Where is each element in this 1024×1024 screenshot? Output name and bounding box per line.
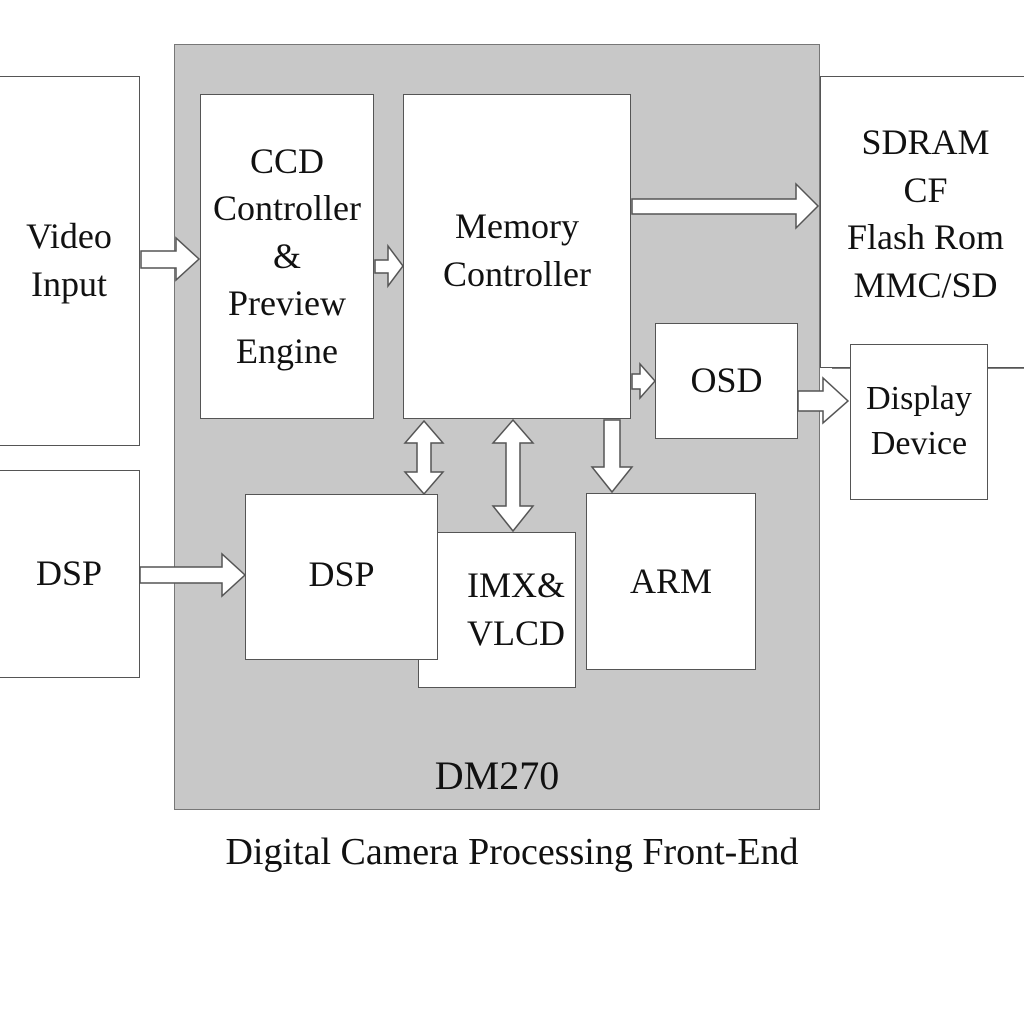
display-device-label: Display Device: [866, 380, 972, 462]
arm-block: ARM: [586, 493, 756, 670]
dsp-external-block: DSP: [0, 470, 140, 678]
chip-name-label: DM270: [434, 753, 560, 798]
storage-block: SDRAM CF Flash Rom MMC/SD: [820, 76, 1024, 368]
display-device-block: Display Device: [850, 344, 988, 500]
ccd-controller-label: CCD Controller & Preview Engine: [213, 140, 361, 371]
arrow-memory-to-arm: [590, 419, 634, 494]
diagram-caption: Digital Camera Processing Front-End: [225, 831, 799, 873]
arrow-memory-to-osd: [631, 362, 657, 400]
arrow-memory-to-storage: [631, 182, 820, 230]
arm-label: ARM: [629, 560, 713, 601]
arrow-ccd-to-memory: [374, 243, 404, 289]
arrow-memory-dsp-bidirectional: [403, 419, 445, 496]
memory-controller-block: Memory Controller: [403, 94, 631, 419]
dsp-internal-block: DSP: [245, 494, 438, 660]
dsp-external-label: DSP: [35, 553, 103, 594]
storage-label: SDRAM CF Flash Rom MMC/SD: [846, 122, 1005, 305]
video-input-label: Video Input: [26, 216, 112, 304]
arrow-osd-to-display: [797, 376, 850, 425]
dsp-internal-label: DSP: [308, 554, 375, 594]
video-input-block: Video Input: [0, 76, 140, 446]
osd-label: OSD: [690, 360, 763, 401]
arrow-dsp-to-dsp: [139, 552, 247, 598]
arrow-video-to-ccd: [140, 236, 201, 282]
memory-controller-label: Memory Controller: [443, 206, 591, 294]
ccd-controller-block: CCD Controller & Preview Engine: [200, 94, 374, 419]
arrow-memory-imx-bidirectional: [491, 418, 535, 533]
imx-vlcd-label: IMX& VLCD: [467, 565, 565, 653]
